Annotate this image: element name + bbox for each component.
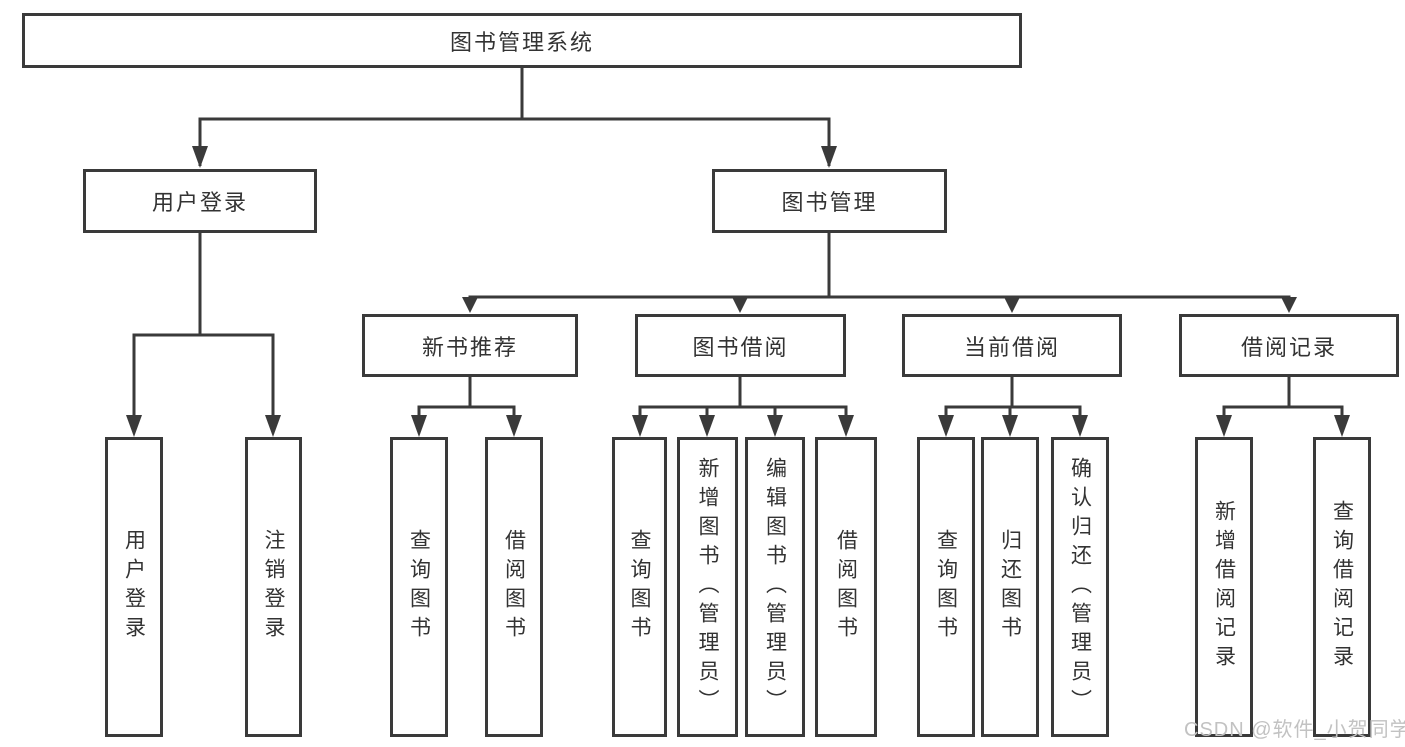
- arrowhead-leaf-borrow2: [699, 415, 715, 437]
- node-user-login: 用户登录: [83, 169, 317, 233]
- arrowhead-leaf-borrow3: [767, 415, 783, 437]
- node-new-book-recommend: 新书推荐: [362, 314, 578, 377]
- connector-userlogin-bracket: [132, 333, 275, 433]
- leaf-return-book: 归还图书: [981, 437, 1039, 737]
- csdn-watermark: CSDN @软件_小贺同学: [1184, 719, 1405, 741]
- node-book-borrow: 图书借阅: [635, 314, 846, 377]
- connector-level1-bracket: [198, 117, 831, 166]
- arrowhead-leaf-borrow4: [838, 415, 854, 437]
- leaf-borrow-books-1: 借阅图书: [485, 437, 543, 737]
- arrowhead-leaf-borrow1: [632, 415, 648, 437]
- arrowhead-user-login: [192, 146, 208, 168]
- connector-records-bracket: [1222, 405, 1344, 433]
- arrowhead-leaf-newbook2: [506, 415, 522, 437]
- leaf-query-books-3: 查询图书: [917, 437, 975, 737]
- node-root: 图书管理系统: [22, 13, 1022, 68]
- leaf-user-login: 用户登录: [105, 437, 163, 737]
- connector-bookborrow-bracket: [638, 405, 848, 433]
- leaf-query-books-2: 查询图书: [612, 437, 667, 737]
- node-borrow-records: 借阅记录: [1179, 314, 1399, 377]
- arrowhead-leaf-login1: [126, 415, 142, 437]
- leaf-confirm-return-admin: 确认归还（管理员）: [1051, 437, 1109, 737]
- node-current-borrow: 当前借阅: [902, 314, 1122, 377]
- leaf-query-books-1: 查询图书: [390, 437, 448, 737]
- leaf-edit-book-admin: 编辑图书（管理员）: [745, 437, 805, 737]
- leaf-borrow-books-2: 借阅图书: [815, 437, 877, 737]
- arrowhead-leaf-newbook1: [411, 415, 427, 437]
- connector-level2-bracket: [468, 295, 1291, 310]
- arrowhead-newbook: [462, 297, 478, 313]
- arrowhead-leaf-current2: [1002, 415, 1018, 437]
- arrowhead-leaf-login2: [265, 415, 281, 437]
- arrowhead-current: [1004, 297, 1020, 313]
- arrowhead-bookborrow: [732, 297, 748, 313]
- leaf-query-borrow-record: 查询借阅记录: [1313, 437, 1371, 737]
- arrowhead-leaf-records1: [1216, 415, 1232, 437]
- arrowhead-leaf-current3: [1072, 415, 1088, 437]
- arrowhead-records: [1281, 297, 1297, 313]
- arrowhead-leaf-current1: [938, 415, 954, 437]
- leaf-add-borrow-record: 新增借阅记录: [1195, 437, 1253, 737]
- leaf-logout: 注销登录: [245, 437, 302, 737]
- arrowhead-leaf-records2: [1334, 415, 1350, 437]
- arrowhead-book-mgmt: [821, 146, 837, 168]
- leaf-add-book-admin: 新增图书（管理员）: [677, 437, 738, 737]
- connector-newbook-bracket: [417, 405, 516, 433]
- node-book-management: 图书管理: [712, 169, 947, 233]
